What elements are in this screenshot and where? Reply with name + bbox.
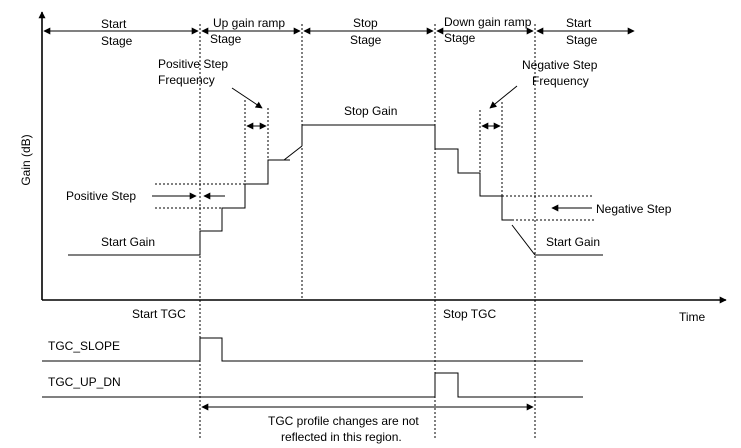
- negative-step-annotation: Negative Step: [502, 195, 672, 221]
- stage-label-start-2-line1: Start: [566, 16, 592, 30]
- tgc-slope-waveform: [42, 337, 583, 362]
- gain-down-connector: [511, 224, 536, 256]
- tgc-up-dn-label: TGC_UP_DN: [48, 375, 121, 389]
- tgc-up-dn-waveform: [42, 372, 583, 398]
- x-axis-label: Time: [679, 310, 706, 324]
- gain-ramp-connector: [283, 145, 303, 161]
- y-axis-label: Gain (dB): [19, 134, 33, 185]
- stage-label-start-1-line2: Stage: [101, 34, 133, 48]
- stage-label-start-2-line2: Stage: [566, 33, 598, 47]
- start-gain-left-label: Start Gain: [101, 235, 155, 249]
- stage-label-down-ramp-line1: Down gain ramp: [444, 15, 532, 29]
- stage-label-up-ramp-line1: Up gain ramp: [213, 16, 285, 30]
- region-note-line2: reflected in this region.: [281, 430, 402, 444]
- stage-label-down-ramp-line2: Stage: [444, 31, 476, 45]
- positive-step-label: Positive Step: [66, 189, 136, 203]
- pos-freq-label-line1: Positive Step: [158, 57, 228, 71]
- pos-freq-pointer: [231, 87, 263, 109]
- stage-label-up-ramp-line2: Stage: [210, 32, 242, 46]
- gain-curve-stop: [301, 124, 435, 146]
- stop-tgc-label: Stop TGC: [443, 307, 496, 321]
- control-signals: TGC_SLOPE TGC_UP_DN: [42, 337, 583, 398]
- start-gain-right-label: Start Gain: [546, 235, 600, 249]
- stage-label-start-1-line1: Start: [101, 17, 127, 31]
- stage-spans: Start Stage Up gain ramp Stage Stop Stag…: [43, 15, 635, 48]
- stage-boundaries: [199, 24, 536, 438]
- stop-gain-label: Stop Gain: [344, 104, 397, 118]
- axes: Gain (dB) Time: [19, 11, 727, 324]
- negative-step-frequency-annotation: Negative Step Frequency: [479, 58, 598, 196]
- neg-freq-pointer: [489, 85, 518, 109]
- pos-freq-label-line2: Frequency: [158, 73, 215, 87]
- start-tgc-label: Start TGC: [132, 307, 186, 321]
- tgc-slope-label: TGC_SLOPE: [48, 339, 120, 353]
- gain-curve-down: [434, 125, 512, 221]
- stage-label-stop-line1: Stop: [353, 16, 378, 30]
- positive-step-frequency-annotation: Positive Step Frequency: [158, 57, 269, 208]
- neg-freq-label-line2: Frequency: [532, 74, 589, 88]
- stage-label-stop-line2: Stage: [350, 33, 382, 47]
- region-note: TGC profile changes are not reflected in…: [201, 403, 534, 444]
- neg-freq-label-line1: Negative Step: [522, 58, 598, 72]
- region-note-line1: TGC profile changes are not: [268, 414, 419, 428]
- positive-step-annotation: Positive Step: [66, 183, 268, 209]
- negative-step-label: Negative Step: [596, 202, 672, 216]
